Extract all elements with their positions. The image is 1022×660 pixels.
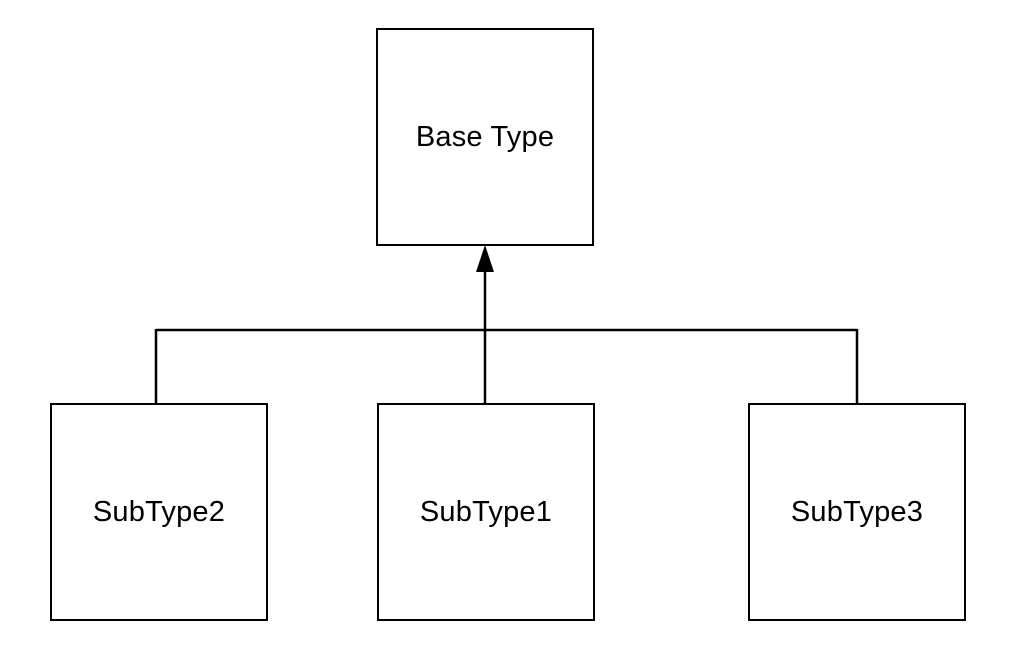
node-subtype3-label: SubType3: [790, 495, 924, 528]
node-base-type-label: Base Type: [415, 120, 555, 153]
inheritance-arrowhead-icon: [476, 245, 494, 272]
node-subtype1-label: SubType1: [419, 495, 553, 528]
node-subtype2: SubType2: [50, 403, 268, 621]
node-subtype2-label: SubType2: [92, 495, 226, 528]
node-subtype1: SubType1: [377, 403, 595, 621]
node-base-type: Base Type: [376, 28, 594, 246]
node-subtype3: SubType3: [748, 403, 966, 621]
